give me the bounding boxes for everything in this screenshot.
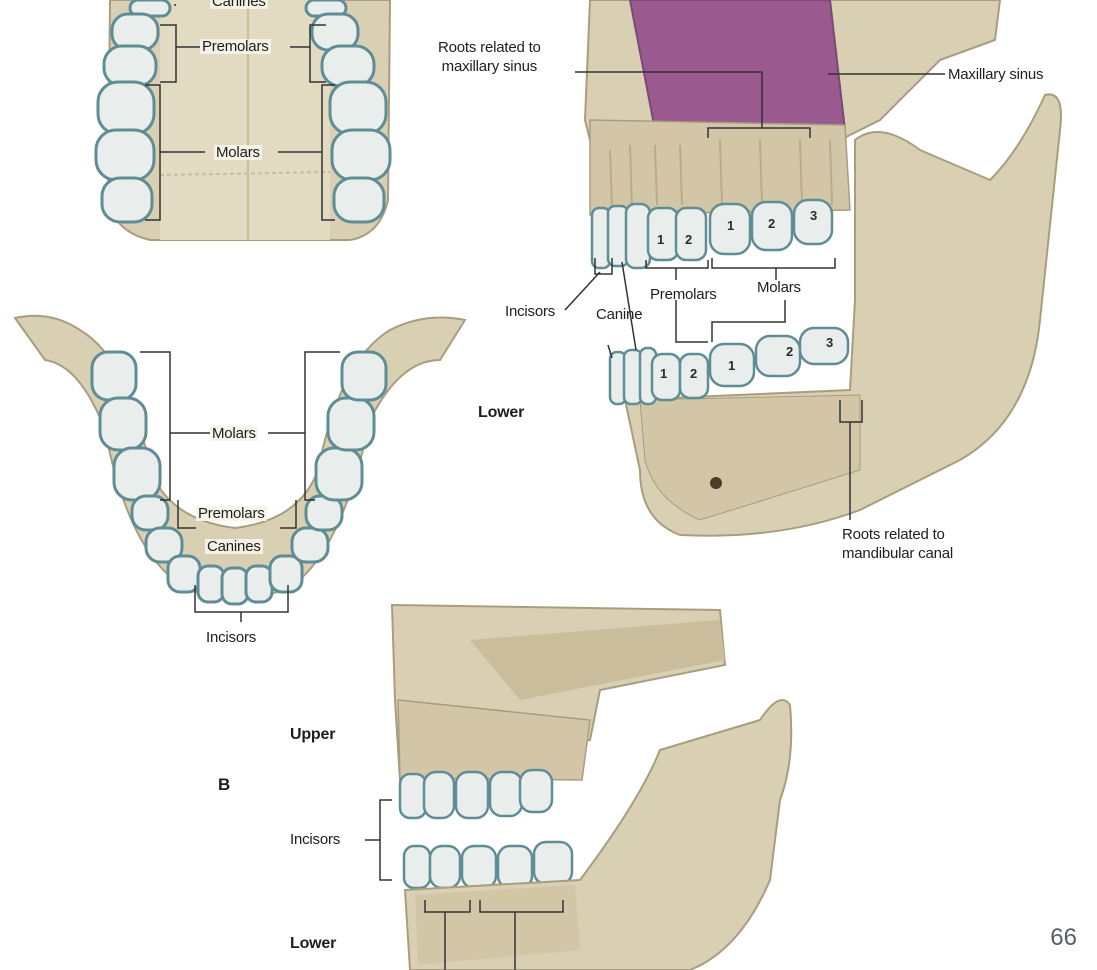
upper-tooth-number: 1 — [727, 218, 734, 233]
lower-arch-illustration — [13, 314, 467, 622]
upper-tooth-number: 1 — [657, 232, 664, 247]
lower-canines-label: Canines — [205, 538, 263, 555]
roots-maxillary-line-2: maxillary sinus — [441, 58, 538, 75]
roots-mandibular-line-2: mandibular canal — [842, 545, 954, 562]
lateral-incisors-label: Incisors — [505, 303, 556, 320]
panel-b-incisors-label: Incisors — [290, 831, 341, 848]
upper-molars-label: Molars — [214, 144, 262, 161]
lateral-canine-label: Canine — [596, 306, 643, 323]
lower-premolars-label: Premolars — [196, 505, 267, 522]
lower-tooth-number: 2 — [690, 366, 697, 381]
upper-tooth-number: 2 — [768, 216, 775, 231]
roots-maxillary-line-1: Roots related to — [438, 39, 541, 56]
lateral-lower-label: Lower — [478, 404, 525, 421]
upper-premolars-label: Premolars — [200, 38, 271, 55]
lower-tooth-number: 1 — [660, 366, 667, 381]
upper-canines-label: Canines — [210, 0, 268, 9]
page-number: 66 — [1050, 924, 1077, 951]
lateral-premolars-label: Premolars — [650, 286, 717, 303]
lateral-molars-label: Molars — [757, 279, 801, 296]
upper-tooth-number: 2 — [685, 232, 692, 247]
roots-mandibular-canal-label: Roots related to mandibular canal — [842, 527, 953, 561]
roots-mandibular-line-1: Roots related to — [842, 526, 945, 543]
roots-maxillary-sinus-label: Roots related to maxillary sinus — [438, 40, 541, 74]
lower-incisors-label: Incisors — [206, 629, 257, 646]
panel-b-lower-label: Lower — [290, 935, 337, 952]
lateral-skull-illustration: 1 2 1 2 3 1 2 1 2 3 — [564, 0, 1062, 537]
lower-tooth-number: 3 — [826, 335, 833, 350]
lower-tooth-number: 1 — [728, 358, 735, 373]
upper-arch-illustration — [94, 0, 392, 241]
upper-tooth-number: 3 — [810, 208, 817, 223]
maxillary-sinus-label: Maxillary sinus — [948, 66, 1044, 83]
panel-b-upper-label: Upper — [290, 726, 336, 743]
lower-tooth-number: 2 — [786, 344, 793, 359]
lower-molars-label: Molars — [210, 425, 258, 442]
panel-b-illustration — [365, 603, 793, 970]
panel-b-letter: B — [218, 775, 231, 794]
